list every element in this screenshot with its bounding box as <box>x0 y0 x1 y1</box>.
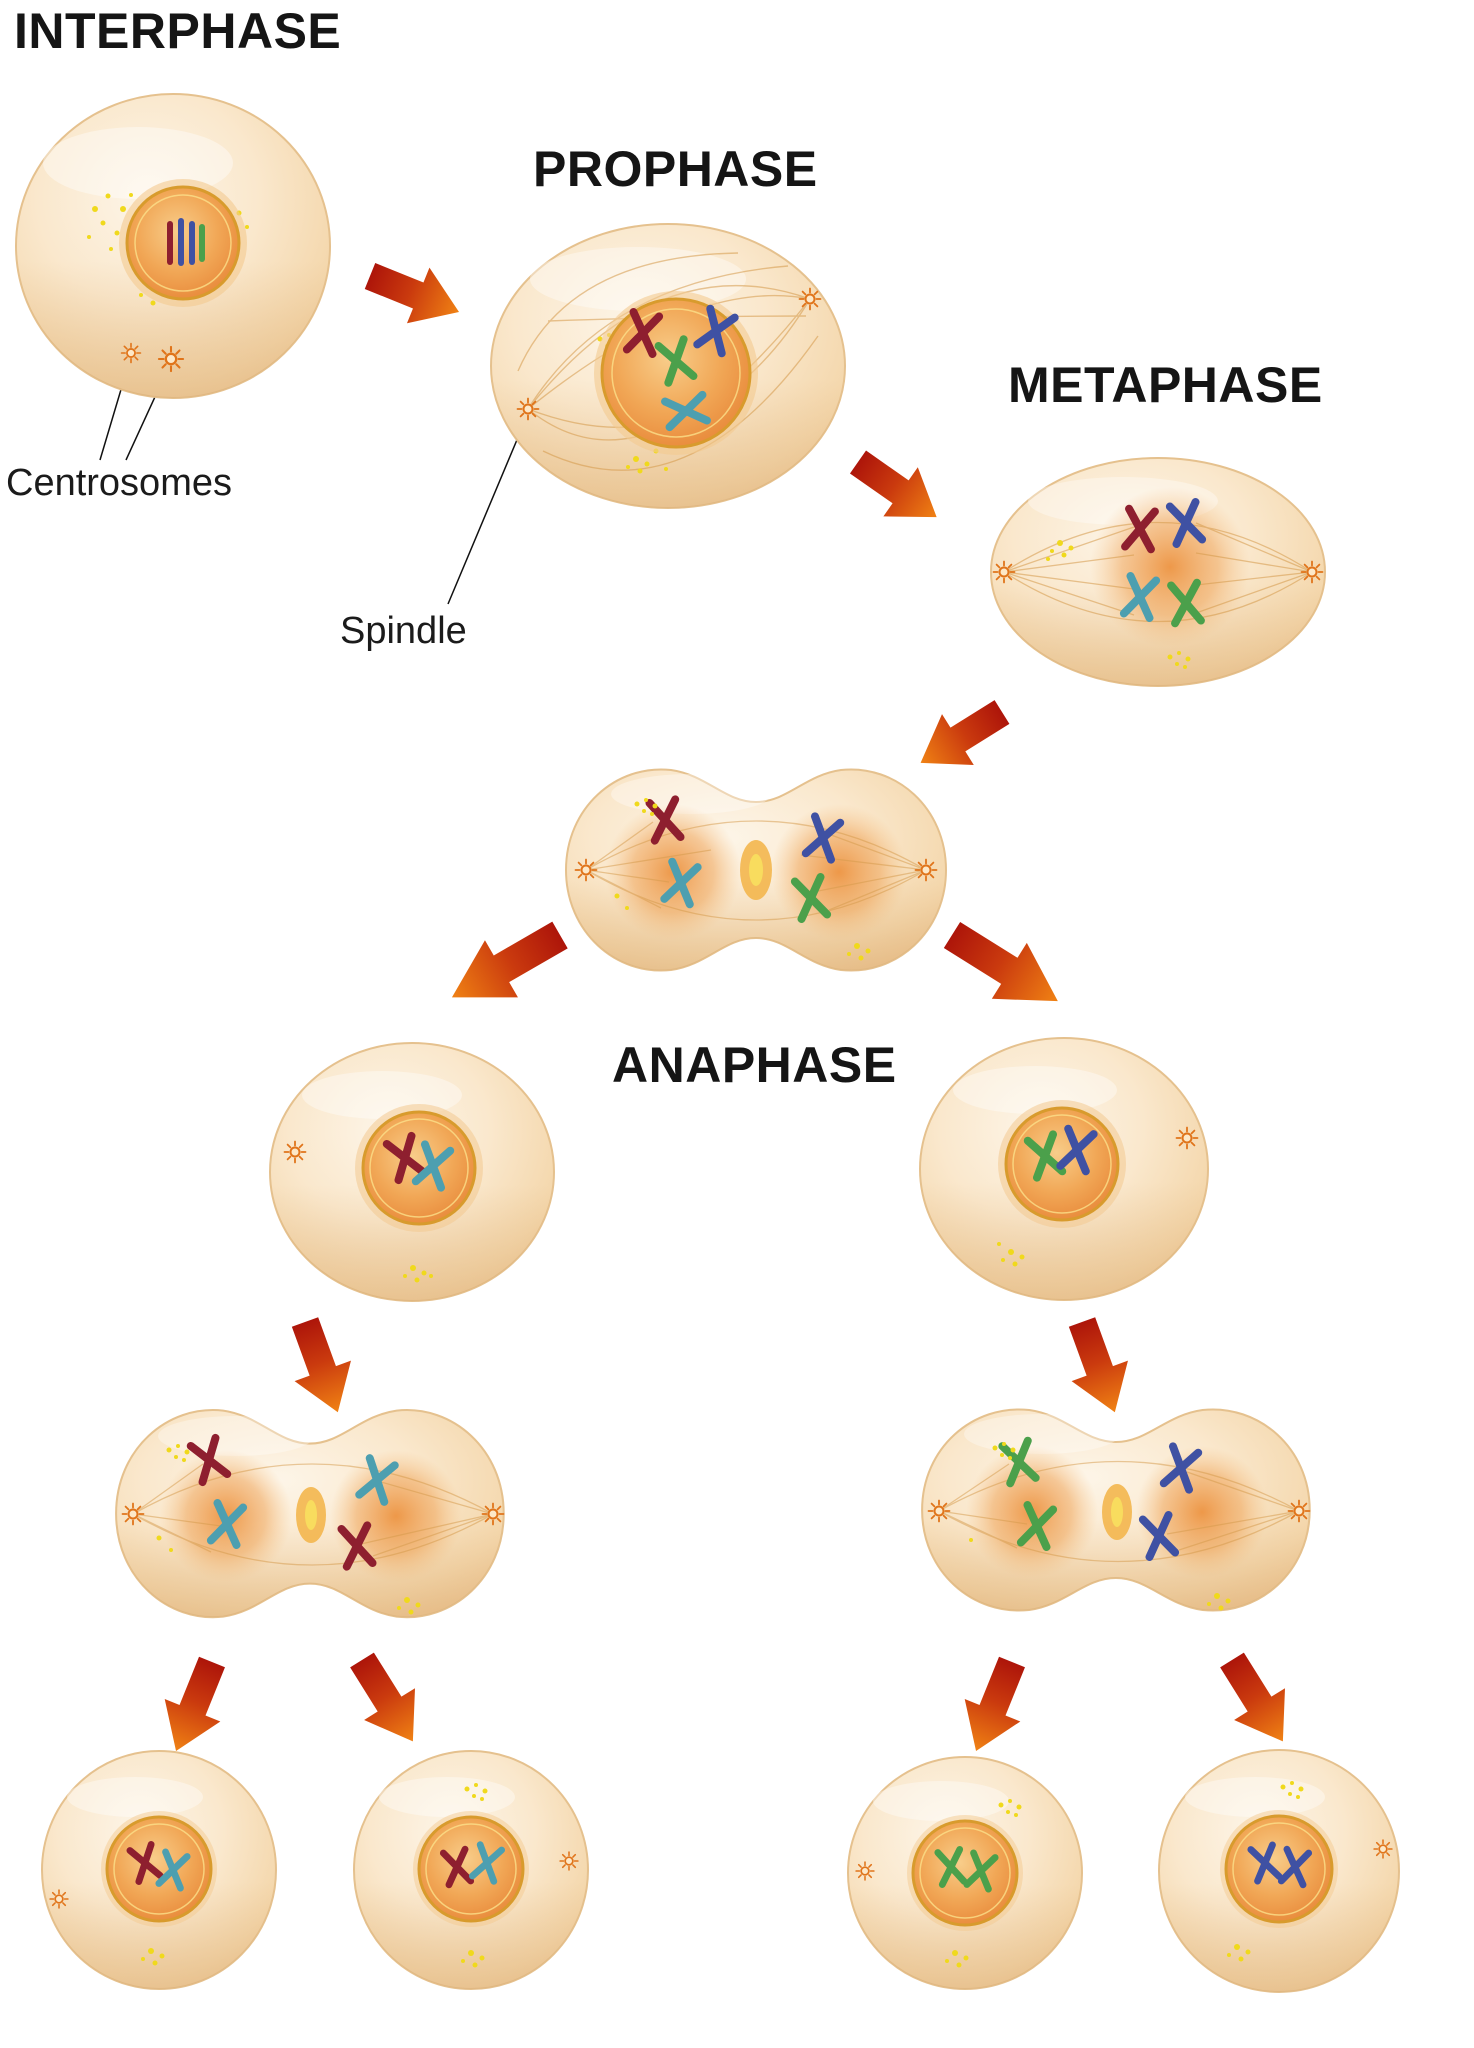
yellow-specks <box>1046 540 1191 669</box>
centrosome-icon <box>481 1502 505 1526</box>
arrow-to-final-cell-3-icon <box>948 1650 1040 1763</box>
centrosome-icon <box>1175 1126 1199 1150</box>
arrow-anaphase-to-right-cell-icon <box>934 907 1076 1030</box>
arrow-to-final-cell-4-icon <box>1206 1644 1309 1758</box>
metaphase-cell <box>990 457 1326 687</box>
nucleus <box>1224 1814 1334 1924</box>
daughter-cell-left <box>269 1042 555 1302</box>
arrow-left-cell-to-division-icon <box>276 1311 367 1423</box>
nucleus <box>911 1819 1019 1927</box>
final-cell-1 <box>41 1750 277 1990</box>
centrosome-icon <box>283 1140 307 1164</box>
prophase-cell <box>490 223 846 509</box>
stage-label-prophase: PROPHASE <box>533 141 818 197</box>
arrow-right-cell-to-division-icon <box>1053 1311 1144 1423</box>
centrosome-icon <box>121 1502 145 1526</box>
centrosome-icon <box>914 858 938 882</box>
arrow-anaphase-to-left-cell-icon <box>435 906 577 1026</box>
daughter-cell-right <box>919 1037 1209 1301</box>
anaphase-cell <box>565 768 947 972</box>
chromatin-strands <box>167 218 205 266</box>
nucleus <box>417 1815 525 1923</box>
centrosome-icon <box>798 287 822 311</box>
yellow-specks <box>969 1442 1231 1611</box>
centrosome-icon <box>120 342 142 364</box>
arrow-to-final-cell-1-icon <box>148 1650 240 1763</box>
yellow-specks <box>997 1242 1025 1267</box>
annotation-label-centrosomes: Centrosomes <box>6 462 232 504</box>
yellow-specks <box>156 1444 421 1615</box>
spindle-fibers <box>1003 521 1313 623</box>
final-cell-2 <box>353 1750 589 1990</box>
final-cell-4 <box>1158 1749 1400 1993</box>
centrosome-icon <box>516 397 540 421</box>
centrosome-icon <box>992 560 1016 584</box>
centrosome-icon <box>1300 560 1324 584</box>
annotation-label-spindle: Spindle <box>340 610 467 652</box>
centrosome-icon <box>1373 1839 1393 1859</box>
stage-label-metaphase: METAPHASE <box>1008 357 1323 413</box>
yellow-specks <box>403 1265 433 1283</box>
spindle-fibers <box>938 1460 1300 1563</box>
nucleus <box>105 1815 213 1923</box>
final-cell-3 <box>847 1756 1083 1990</box>
arrow-to-final-cell-2-icon <box>336 1644 439 1758</box>
centrosome-icon <box>927 1499 951 1523</box>
centrosome-icon <box>559 1851 579 1871</box>
centrosome-icon <box>157 345 185 373</box>
interphase-cell <box>15 93 331 399</box>
centrosome-icon <box>574 858 598 882</box>
spindle-fibers <box>132 1463 494 1566</box>
centrosome-icon <box>855 1861 875 1881</box>
centrosome-icon <box>1287 1499 1311 1523</box>
second-division-cell-right <box>921 1408 1311 1612</box>
arrow-interphase-to-prophase-icon <box>358 248 471 340</box>
second-division-cell-left <box>115 1409 505 1619</box>
yellow-specks <box>614 798 871 961</box>
spindle-fibers <box>585 820 927 921</box>
stage-label-anaphase: ANAPHASE <box>612 1037 897 1093</box>
stage-label-interphase: INTERPHASE <box>14 3 342 59</box>
arrow-metaphase-to-anaphase-icon <box>904 686 1018 789</box>
arrow-prophase-to-metaphase-icon <box>840 437 954 542</box>
centrosome-icon <box>49 1889 69 1909</box>
